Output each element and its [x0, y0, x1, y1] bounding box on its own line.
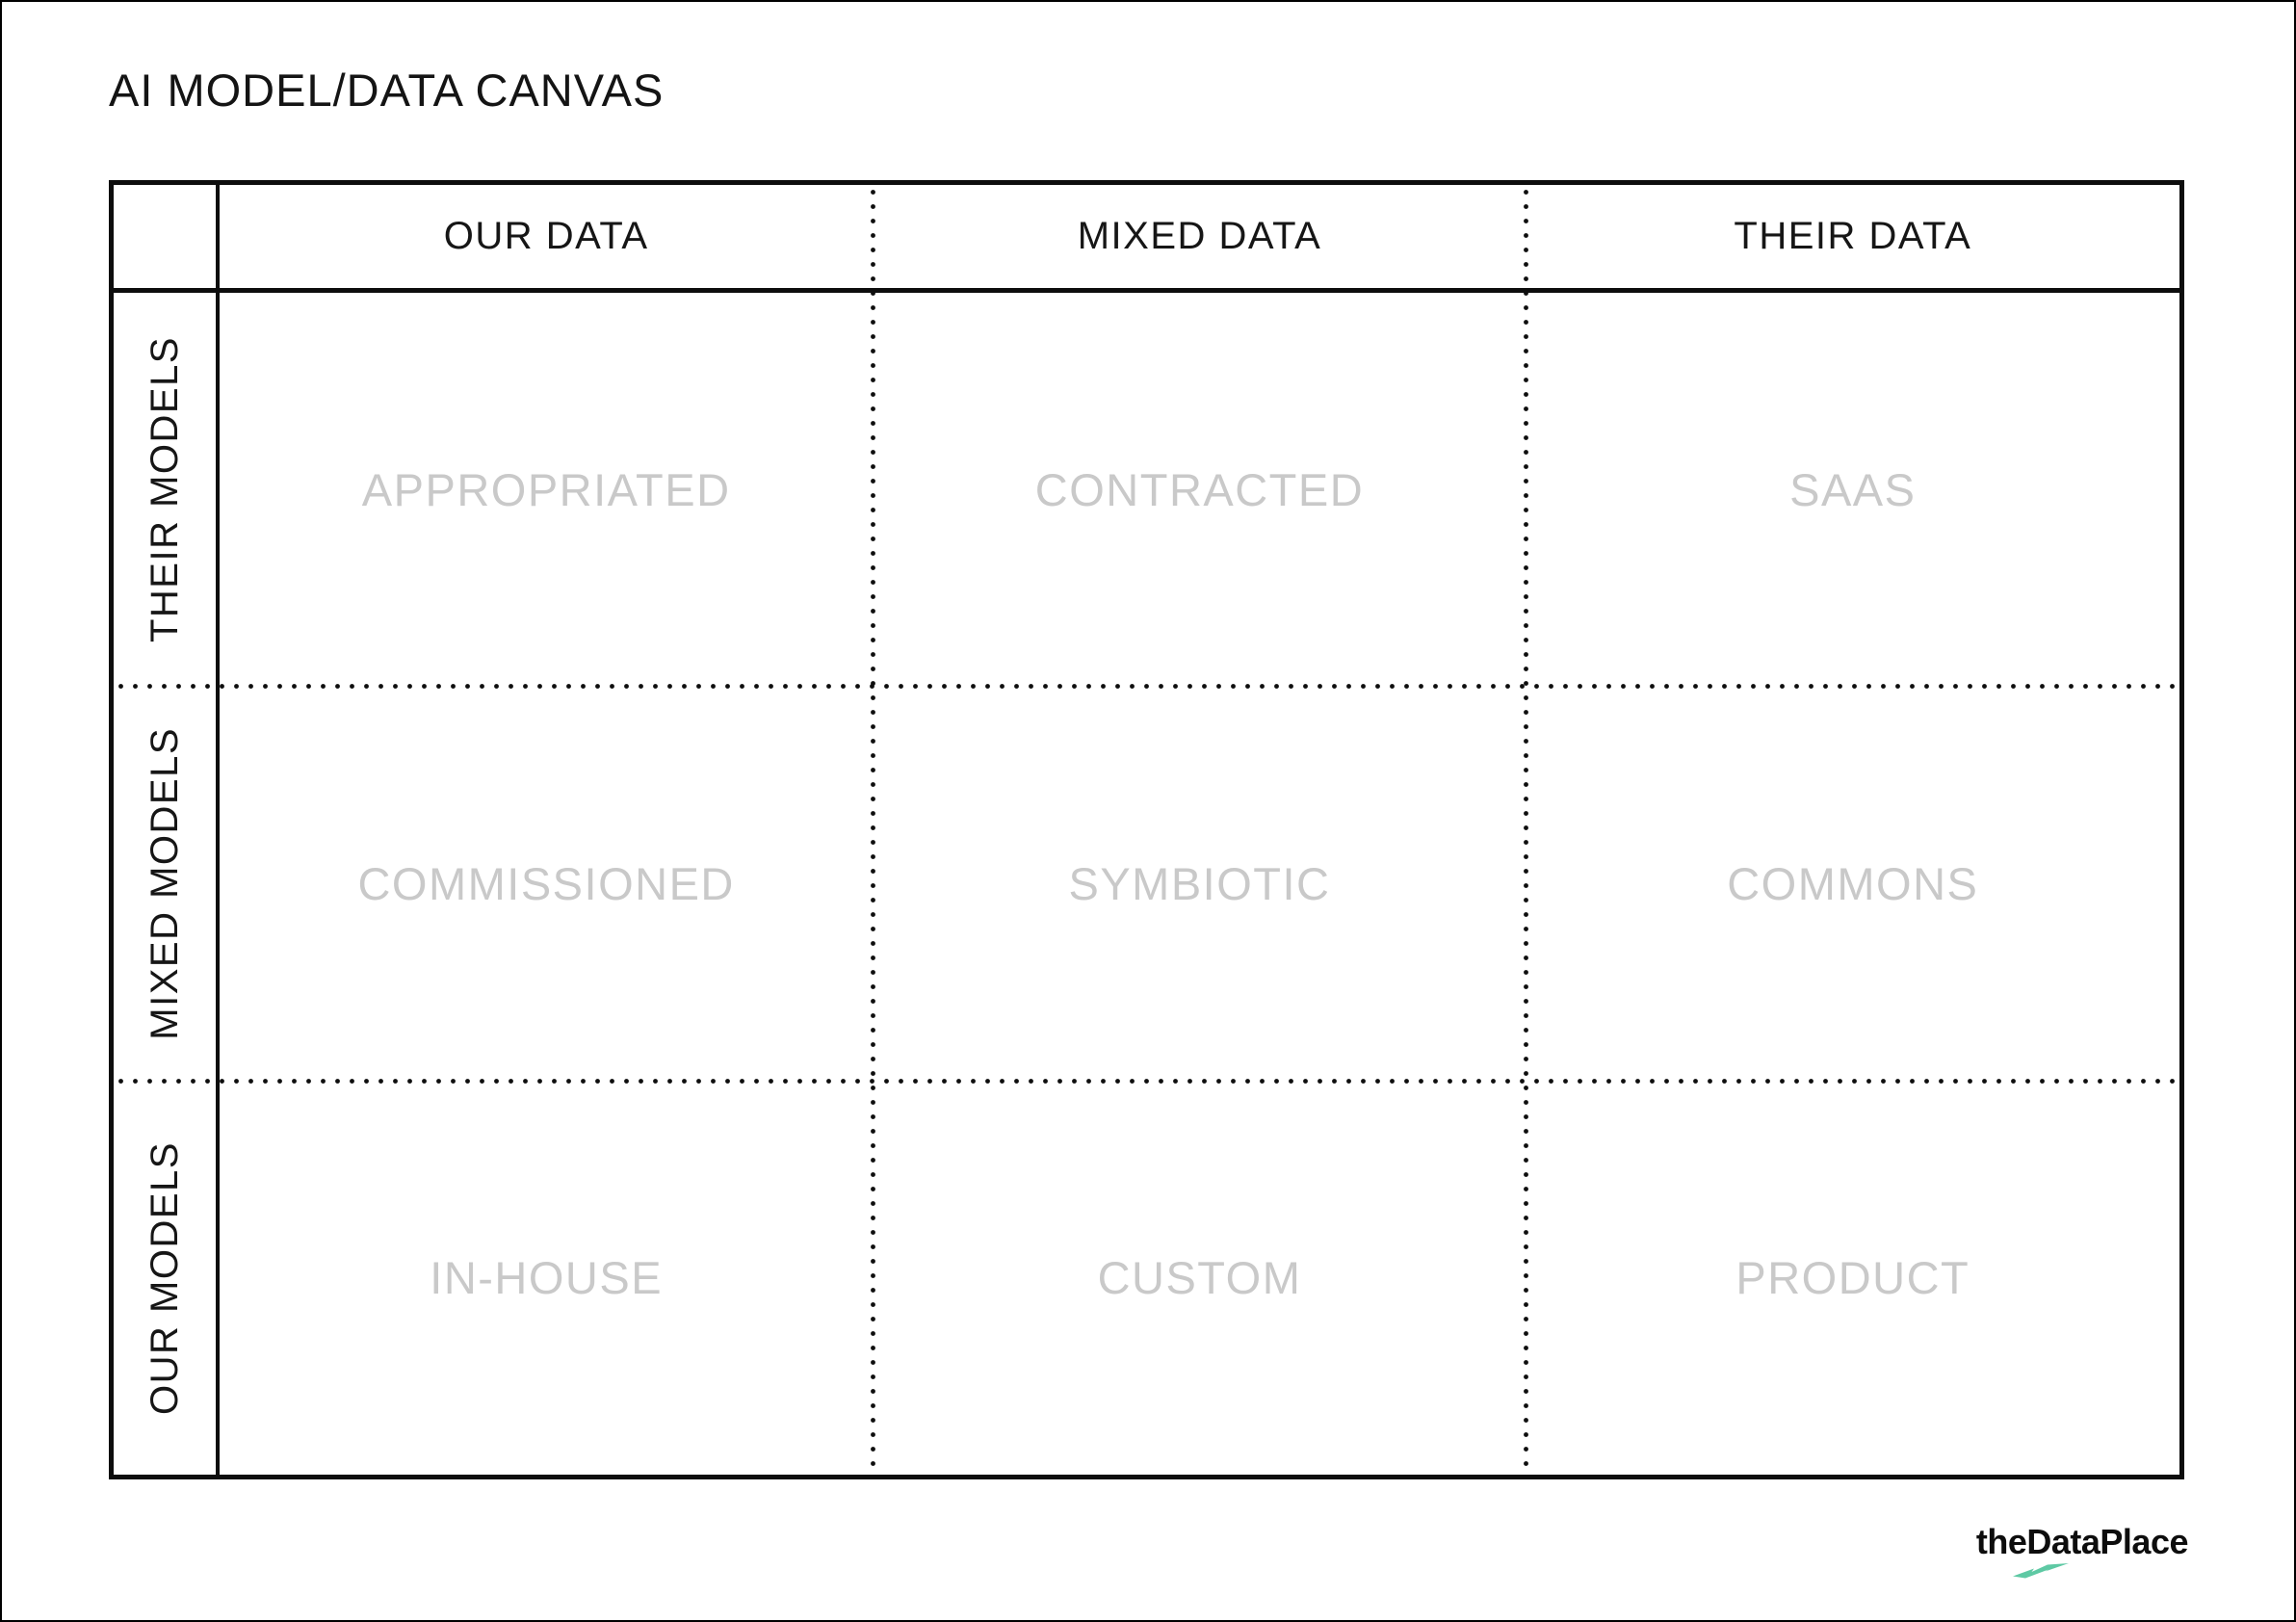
row-header-label: THEIR MODELS [143, 336, 186, 643]
cell-label: CONTRACTED [1034, 464, 1365, 515]
cell-label: IN-HOUSE [430, 1252, 664, 1303]
matrix-cell-in-house: IN-HOUSE [220, 1081, 873, 1475]
matrix-cell-commons: COMMONS [1526, 687, 2179, 1081]
row-header-mixed-models: MIXED MODELS [114, 687, 220, 1081]
matrix-cell-symbiotic: SYMBIOTIC [873, 687, 1526, 1081]
matrix-cell-custom: CUSTOM [873, 1081, 1526, 1475]
row-header-our-models: OUR MODELS [114, 1081, 220, 1475]
matrix-cell-contracted: CONTRACTED [873, 293, 1526, 687]
model-data-matrix: OUR DATA MIXED DATA THEIR DATA THEIR MOD… [109, 180, 2184, 1479]
cell-label: PRODUCT [1735, 1252, 1970, 1303]
column-header-label: OUR DATA [443, 215, 649, 257]
matrix-cell-product: PRODUCT [1526, 1081, 2179, 1475]
column-header-label: MIXED DATA [1077, 215, 1322, 257]
the-data-place-logo: theDataPlace [1975, 1522, 2189, 1579]
logo-text: theDataPlace [1975, 1522, 2189, 1561]
column-header-mixed-data: MIXED DATA [873, 185, 1526, 293]
lightning-bolt-icon [2013, 1563, 2070, 1579]
cell-label: COMMONS [1727, 858, 1979, 909]
page-title: AI MODEL/DATA CANVAS [109, 65, 665, 116]
matrix-cell-commissioned: COMMISSIONED [220, 687, 873, 1081]
cell-label: SAAS [1789, 464, 1917, 515]
cell-label: APPROPRIATED [361, 464, 731, 515]
column-header-our-data: OUR DATA [220, 185, 874, 293]
column-header-label: THEIR DATA [1734, 215, 1972, 257]
row-header-their-models: THEIR MODELS [114, 293, 220, 687]
cell-label: SYMBIOTIC [1068, 858, 1331, 909]
row-header-label: MIXED MODELS [143, 727, 186, 1040]
cell-label: COMMISSIONED [357, 858, 735, 909]
column-header-their-data: THEIR DATA [1526, 185, 2179, 293]
row-header-label: OUR MODELS [143, 1140, 186, 1415]
matrix-corner-cell [114, 185, 220, 293]
cell-label: CUSTOM [1097, 1252, 1302, 1303]
matrix-cell-saas: SAAS [1526, 293, 2179, 687]
matrix-cell-appropriated: APPROPRIATED [220, 293, 873, 687]
